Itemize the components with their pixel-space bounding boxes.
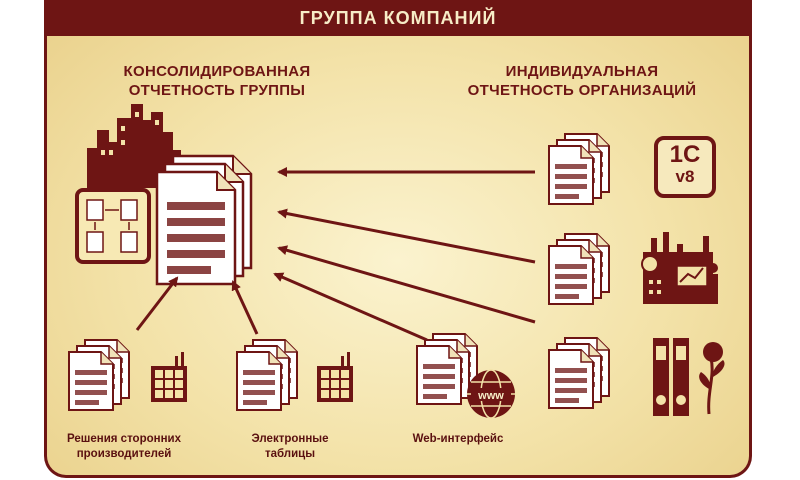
diagram-art: www bbox=[47, 104, 725, 419]
source-label-third-party: Решения сторонних производителей bbox=[49, 432, 199, 462]
factory-presentation-icon bbox=[641, 232, 718, 304]
arrow-from-web bbox=[273, 272, 428, 342]
globe-icon: www bbox=[467, 369, 515, 419]
diagram-panel: ГРУППА КОМПАНИЙ КОНСОЛИДИРОВАННАЯ ОТЧЕТН… bbox=[44, 0, 752, 478]
building-icon bbox=[87, 104, 181, 188]
document-stack-icon bbox=[549, 338, 609, 408]
source-label-web: Web-интерфейс bbox=[393, 432, 523, 447]
consolidated-heading-line2: ОТЧЕТНОСТЬ ГРУППЫ bbox=[128, 82, 306, 99]
calculator-icon bbox=[151, 352, 187, 402]
document-stack-icon bbox=[549, 134, 609, 204]
source-label-line1: Решения сторонних bbox=[67, 433, 181, 445]
source-label-line2: производителей bbox=[76, 448, 172, 460]
arrow-from-third-party bbox=[135, 276, 179, 331]
source-label-line2: таблицы bbox=[264, 448, 316, 460]
document-stack-icon bbox=[549, 234, 609, 304]
individual-heading-line2: ОТЧЕТНОСТЬ ОРГАНИЗАЦИЙ bbox=[467, 82, 697, 99]
arrow-from-archive bbox=[277, 245, 536, 324]
source-label-line1: Web-интерфейс bbox=[412, 433, 504, 445]
www-label: www bbox=[477, 390, 504, 402]
1c-logo: 1С v8 bbox=[654, 136, 716, 198]
1c-logo-top: 1С bbox=[669, 141, 701, 168]
individual-heading-line1: ИНДИВИДУАЛЬНАЯ bbox=[505, 63, 659, 80]
consolidated-heading: КОНСОЛИДИРОВАННАЯ ОТЧЕТНОСТЬ ГРУППЫ bbox=[67, 62, 367, 100]
source-label-line1: Электронные bbox=[251, 433, 329, 445]
calculator-icon bbox=[317, 352, 353, 402]
archive-binders-icon bbox=[653, 338, 725, 416]
document-stack-icon bbox=[237, 340, 297, 410]
consolidation-icon bbox=[75, 188, 151, 264]
consolidated-documents-icon bbox=[155, 154, 253, 286]
source-label-spreadsheets: Электронные таблицы bbox=[225, 432, 355, 462]
consolidated-heading-line1: КОНСОЛИДИРОВАННАЯ bbox=[123, 63, 311, 80]
1c-logo-bottom: v8 bbox=[675, 167, 695, 186]
arrow-from-factory bbox=[277, 208, 536, 264]
page-title: ГРУППА КОМПАНИЙ bbox=[47, 0, 749, 36]
individual-heading: ИНДИВИДУАЛЬНАЯ ОТЧЕТНОСТЬ ОРГАНИЗАЦИЙ bbox=[427, 62, 737, 100]
arrow-from-spreadsheets bbox=[231, 280, 259, 335]
document-stack-icon bbox=[69, 340, 129, 410]
